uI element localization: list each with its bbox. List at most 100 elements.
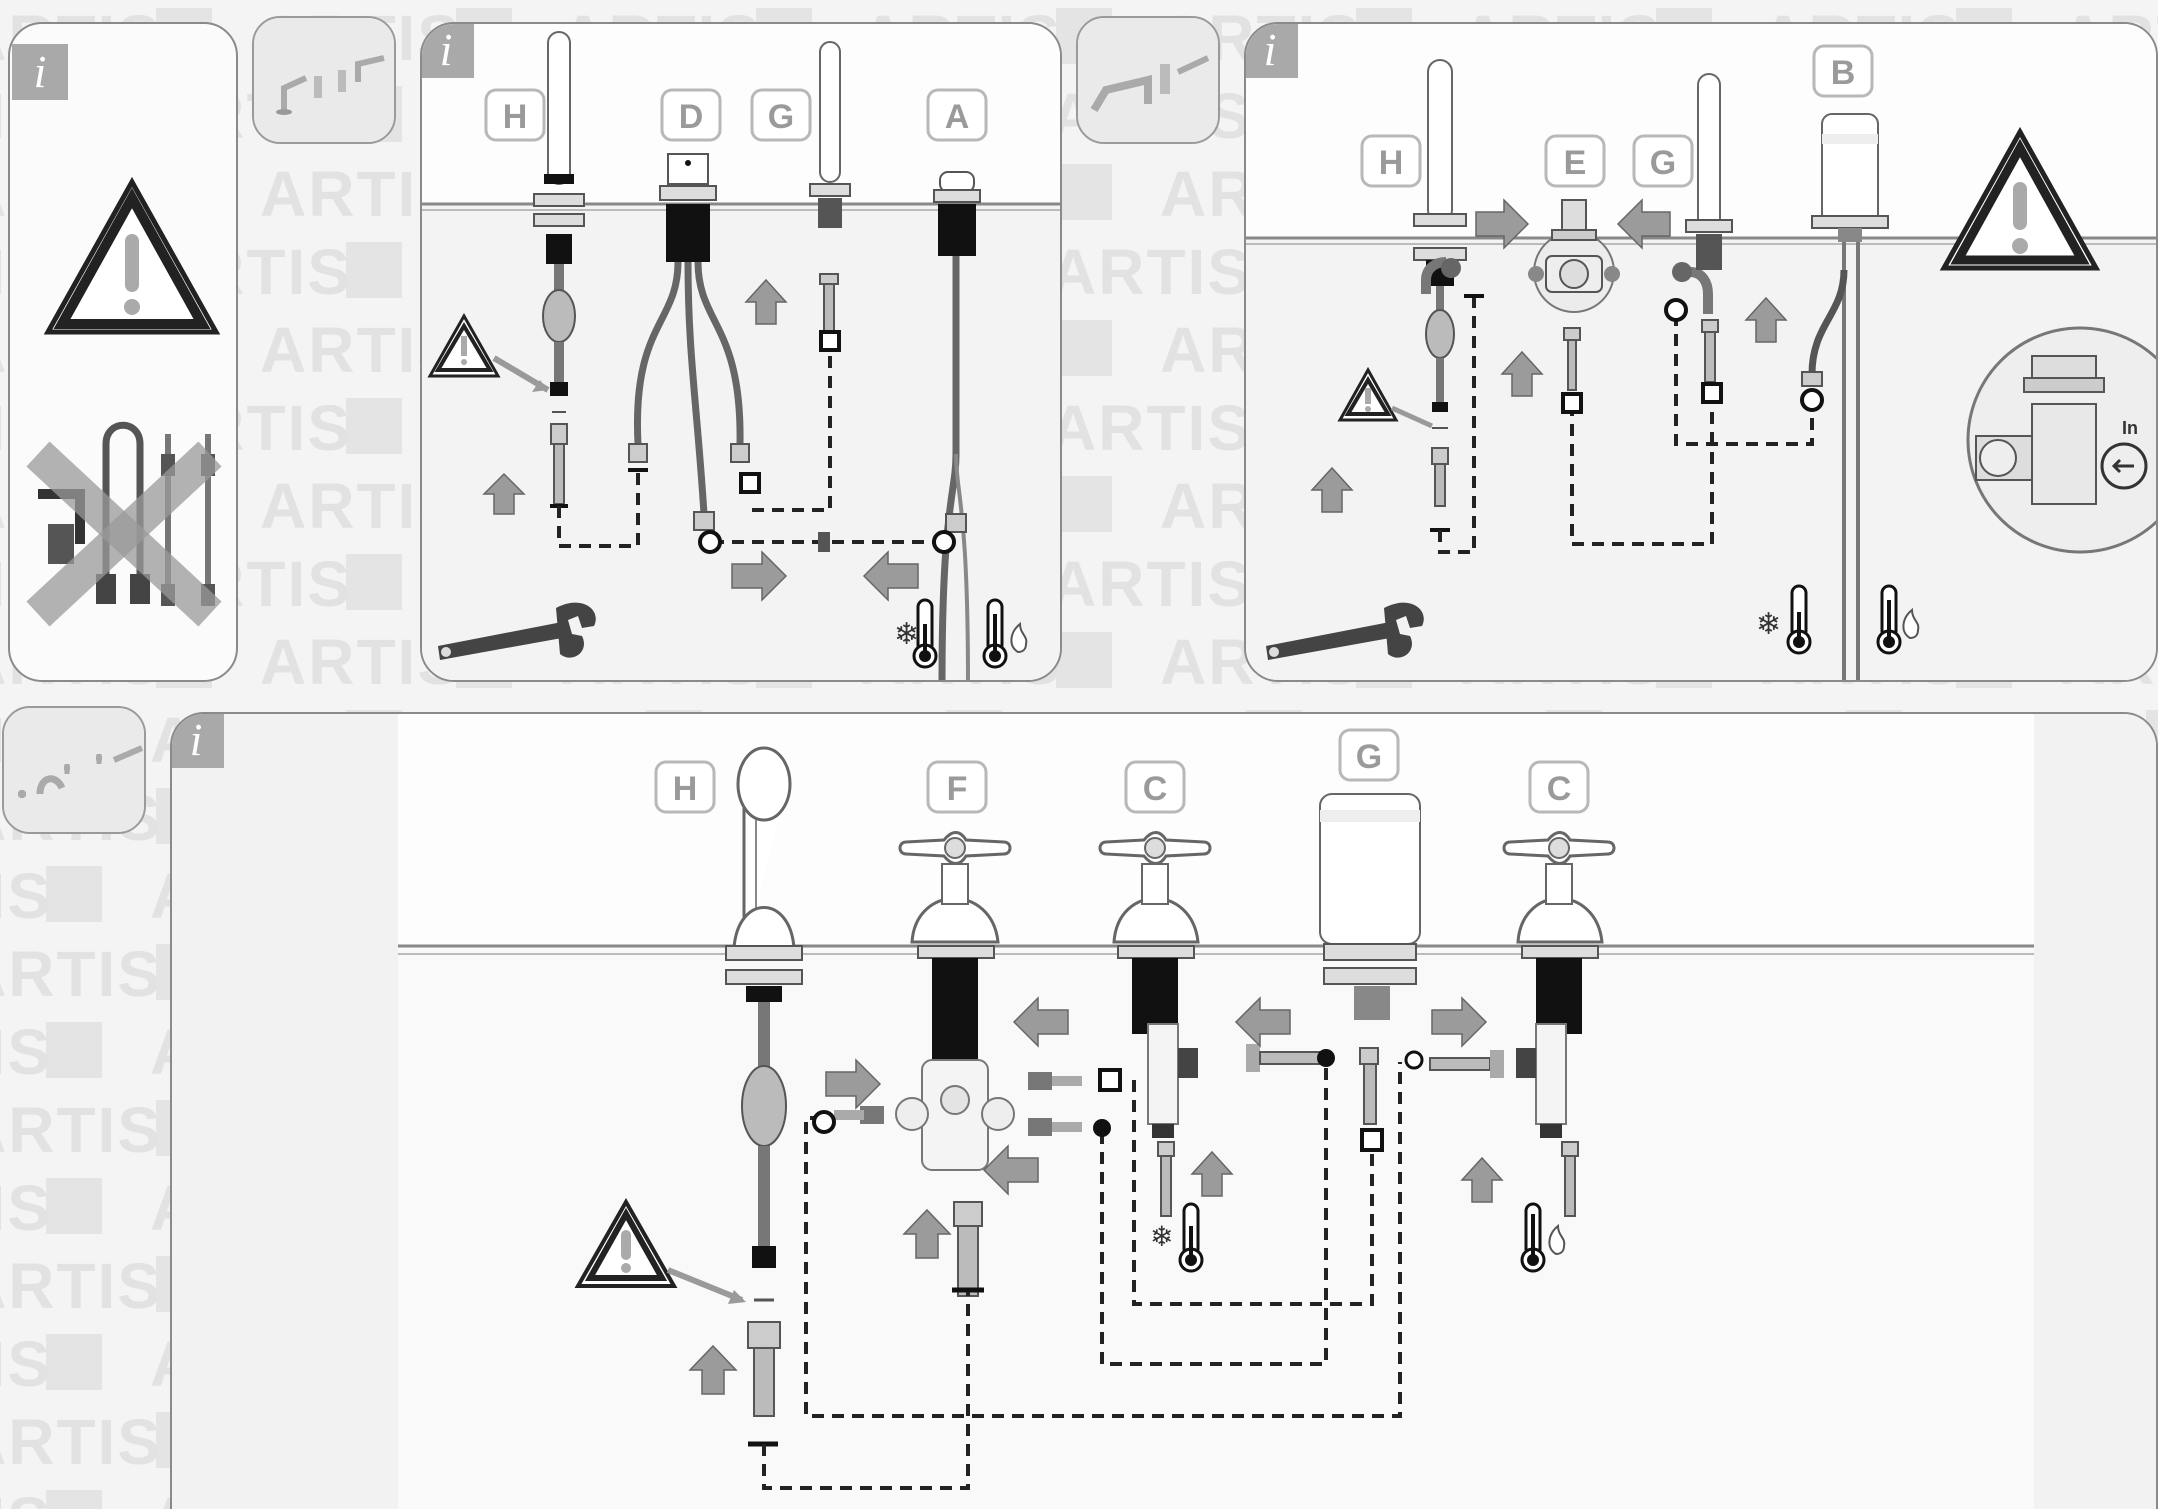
svg-text:ARTIS: ARTIS: [0, 938, 162, 1010]
arrow-icon: [1744, 296, 1788, 343]
warning-triangle-icon: [1939, 126, 2101, 271]
arrow-icon: [1475, 198, 1530, 250]
spout-diverter-drawing: H D G A: [422, 24, 1060, 680]
hot-thermometer-icon: [982, 598, 1028, 669]
svg-text:ARTIS: ARTIS: [0, 1094, 162, 1166]
arrow-icon: [1500, 350, 1544, 397]
warning-triangle-icon: [1337, 366, 1434, 429]
label-b: B: [1831, 54, 1856, 92]
svg-text:ARTIS: ARTIS: [0, 1172, 52, 1244]
hose-warning-drawing: [26, 176, 222, 627]
arrow-icon: [982, 1144, 1039, 1196]
panel-hose-warning: i: [8, 22, 238, 682]
svg-text:ARTIS: ARTIS: [1050, 392, 1252, 464]
inlet-label: In: [2122, 418, 2138, 438]
label-c-hot: C: [1547, 770, 1572, 808]
svg-text:ARTIS: ARTIS: [0, 1016, 52, 1088]
svg-text:ARTIS: ARTIS: [0, 860, 52, 932]
handle-a-drawing: [933, 171, 981, 680]
arrow-icon: [1616, 198, 1671, 250]
label-box-h: H: [484, 88, 546, 142]
arrow-icon: [688, 1344, 738, 1395]
spout-h-drawing: [533, 31, 585, 508]
label-g: G: [1650, 144, 1676, 182]
hot-tap-c-drawing: [1502, 831, 1616, 1217]
no-hoses-cross-icon: [26, 421, 222, 627]
label-d: D: [679, 98, 704, 136]
wrench-icon: [1266, 602, 1424, 660]
warning-triangle-icon: [43, 176, 221, 335]
label-box-f: F: [926, 760, 988, 814]
svg-text:❄: ❄: [894, 618, 919, 651]
info-icon: i: [12, 44, 68, 100]
info-icon: i: [1246, 24, 1298, 78]
svg-text:ARTIS: ARTIS: [0, 1484, 52, 1509]
svg-text:❄: ❄: [1150, 1221, 1173, 1252]
arrow-icon: [902, 1208, 952, 1259]
handle-g-drawing: [809, 41, 851, 335]
spout-h-drawing: [725, 746, 803, 1447]
label-e: E: [1564, 144, 1587, 182]
label-h: H: [503, 98, 528, 136]
cold-thermometer-icon: ❄: [1756, 584, 1812, 655]
label-f: F: [947, 770, 968, 808]
svg-text:ARTIS: ARTIS: [0, 1328, 52, 1400]
cross-handle-set-drawing: H F C G C: [172, 714, 2156, 1509]
thumbnail-cross-handle-set: [2, 706, 146, 834]
label-h: H: [673, 770, 698, 808]
label-g: G: [1356, 738, 1382, 776]
arrow-icon: [1190, 1150, 1234, 1197]
svg-text:ARTIS: ARTIS: [1050, 236, 1252, 308]
info-icon: i: [172, 714, 224, 768]
wrench-icon: [438, 602, 596, 660]
panel-spout-diverter: H D G A: [420, 22, 1062, 682]
label-box-g: G: [750, 88, 812, 142]
cold-thermometer-icon: ❄: [1150, 1202, 1204, 1273]
label-h: H: [1379, 144, 1404, 182]
info-icon: i: [422, 24, 474, 78]
hot-thermometer-icon: [1520, 1202, 1566, 1273]
label-box-e: E: [1544, 134, 1606, 188]
arrow-icon: [862, 550, 919, 602]
diverter-d-drawing: [628, 153, 750, 531]
label-box-c: C: [1528, 760, 1590, 814]
cold-tap-c-drawing: [1098, 831, 1212, 1217]
label-box-a: A: [926, 88, 988, 142]
arrow-icon: [731, 550, 788, 602]
label-c-cold: C: [1143, 770, 1168, 808]
valve-f-drawing: [834, 831, 1082, 1297]
inlet-detail-circle: In: [1966, 326, 2156, 554]
label-box-c: C: [1124, 760, 1186, 814]
arrow-icon: [825, 1058, 882, 1110]
label-g: G: [768, 98, 794, 136]
svg-text:❄: ❄: [1756, 608, 1781, 641]
label-a: A: [945, 98, 970, 136]
handle-b-drawing: [1801, 113, 1889, 680]
arrow-icon: [744, 278, 788, 325]
svg-text:ARTIS: ARTIS: [0, 1406, 162, 1478]
valve-e-drawing: [1421, 199, 1713, 391]
panel-thermostatic-valve: H E G B: [1244, 22, 2158, 682]
arrow-icon: [1460, 1156, 1504, 1203]
hot-thermometer-icon: [1876, 584, 1920, 655]
label-box-h: H: [1360, 134, 1422, 188]
handle-g-drawing: [1685, 73, 1733, 383]
thumbnail-four-hole-tap: [252, 16, 396, 144]
svg-text:ARTIS: ARTIS: [1050, 548, 1252, 620]
label-box-h: H: [654, 760, 716, 814]
handle-g-drawing: [1246, 793, 1504, 1125]
label-box-d: D: [660, 88, 722, 142]
thumbnail-bath-mixer: [1076, 16, 1220, 144]
svg-text:ARTIS: ARTIS: [0, 1250, 162, 1322]
panel-cross-handle-set: H F C G C: [170, 712, 2158, 1509]
label-box-b: B: [1812, 44, 1874, 98]
thermostatic-valve-drawing: H E G B: [1246, 24, 2156, 680]
label-box-g: G: [1338, 728, 1400, 782]
label-box-g: G: [1632, 134, 1694, 188]
cold-thermometer-icon: ❄: [894, 598, 938, 669]
arrow-icon: [1310, 466, 1354, 513]
arrow-icon: [482, 472, 526, 515]
warning-triangle-icon: [427, 312, 550, 393]
arrow-icon: [1012, 996, 1069, 1048]
arrow-icon: [1234, 996, 1291, 1048]
